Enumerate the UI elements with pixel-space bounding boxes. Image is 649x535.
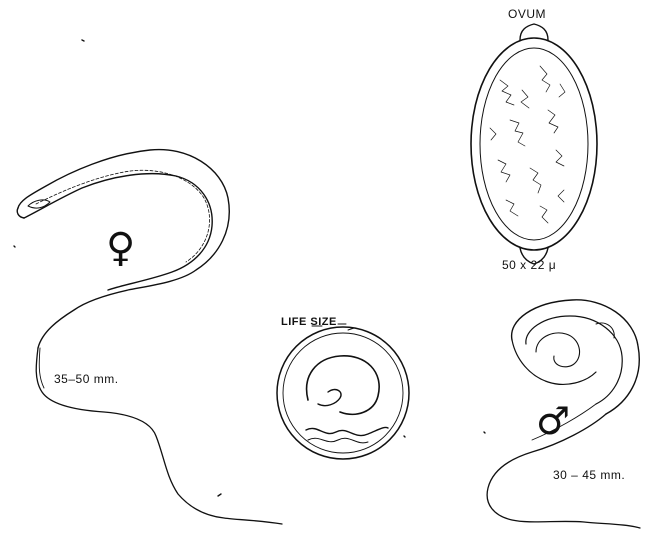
ovum-size-label: 50 x 22 μ — [502, 258, 556, 272]
life-size-label: LIFE SIZE — [281, 316, 337, 328]
male-symbol: ♂ — [536, 402, 570, 440]
female-symbol: ♀ — [106, 228, 135, 268]
male-length-label: 30 – 45 mm. — [551, 468, 627, 482]
speckles — [14, 40, 485, 496]
ovum-drawing — [471, 24, 597, 264]
life-size-drawing — [277, 324, 409, 459]
ovum-label: OVUM — [508, 7, 546, 21]
female-length-label: 35–50 mm. — [52, 372, 121, 386]
female-worm — [17, 150, 282, 524]
